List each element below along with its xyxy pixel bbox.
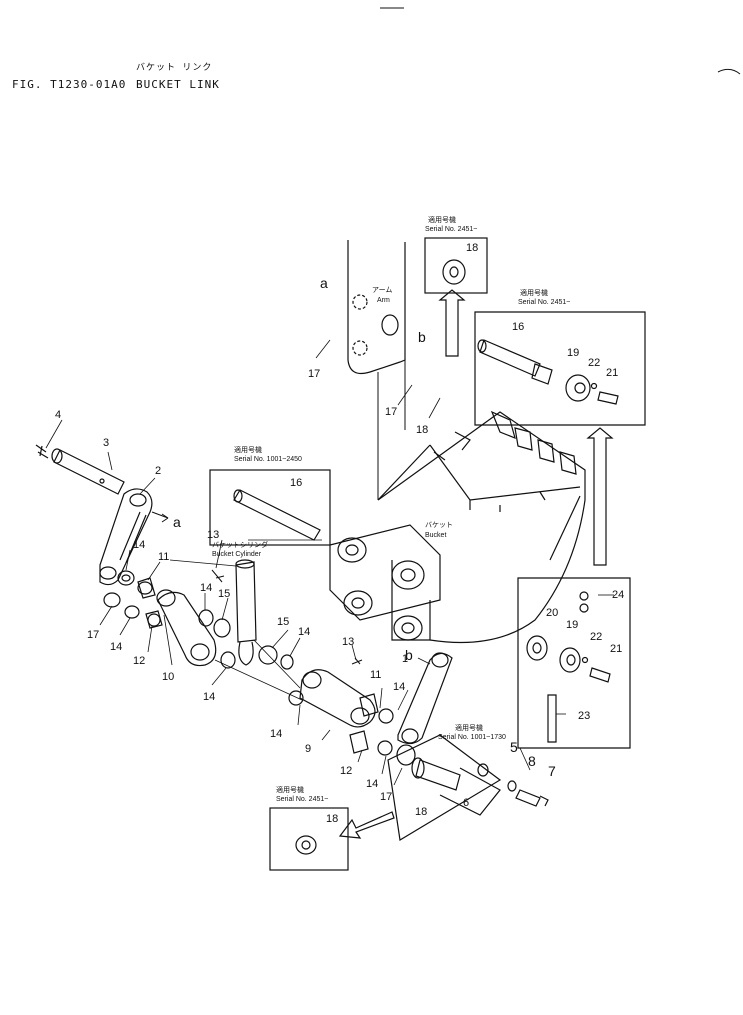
serial-box-1-serial: Serial No. 2451~ [425,226,477,233]
callout-19-top: 19 [567,347,579,359]
link-1 [397,652,453,745]
bucket-label-jp: バケット [425,521,453,529]
arrow-to-bottom-left [338,811,395,839]
callout-7: 7 [548,763,556,779]
figure-id: FIG. T1230-01A0 [12,78,127,91]
callout-22-top: 22 [588,357,600,369]
link-10 [156,589,217,667]
callout-b-top: b [418,329,426,345]
callout-21-top: 21 [606,367,618,379]
serial-box-lower-center [387,734,502,841]
callout-15-a: 15 [218,588,230,600]
callout-15-b: 15 [277,616,289,628]
grease-fitting-13-left [211,569,225,583]
callout-12-b: 12 [340,765,352,777]
callout-17-b: 17 [380,791,392,803]
callout-18-top: 18 [466,242,478,254]
callout-19-lower: 19 [566,619,578,631]
callout-18-bottom: 18 [326,813,338,825]
callout-23: 23 [578,710,590,722]
link-2 [99,488,153,586]
right-bushings [349,693,416,766]
callout-12-a: 12 [133,655,145,667]
arrow-up-right [586,427,614,566]
serial-box-2-jp: 適用号機 [520,288,548,297]
serial-box-1-jp: 適用号機 [428,215,456,224]
arm-outline [347,240,406,375]
callout-a-top: a [320,275,328,291]
bucket-boss-group [329,524,441,641]
callout-numbers: a b a b 4 3 2 14 11 13 14 15 17 14 12 10… [55,242,624,825]
callout-6: 6 [463,797,469,809]
callout-14-e: 14 [298,626,310,638]
link-9 [288,669,376,728]
serial-box-4-jp: 適用号機 [455,723,483,732]
callout-24: 24 [612,589,624,601]
callout-8: 8 [528,753,536,769]
callout-18-lower: 18 [415,806,427,818]
arm-label-jp: アーム [372,286,392,294]
bucket-body [377,410,586,644]
callout-14-d: 14 [203,691,215,703]
serial-box-left [209,469,331,546]
callout-21-lower: 21 [610,643,622,655]
serial-box-bottom-left [269,807,349,871]
callout-22-lower: 22 [590,631,602,643]
callout-2: 2 [155,465,161,477]
callout-9: 9 [305,743,311,755]
part-labels: アーム Arm バケット Bucket バケットシリンダ Bucket Cyli… [212,215,570,803]
serial-box-5-serial: Serial No. 2451~ [276,796,328,803]
grease-fitting-13-right [351,657,363,665]
bucket-cylinder-label-jp: バケットシリンダ [212,540,268,549]
bolt-7-washer-8 [477,763,549,807]
callout-4: 4 [55,409,61,421]
callout-a-left: a [173,514,181,530]
callout-16-left: 16 [290,477,302,489]
callout-5: 5 [510,739,518,755]
callout-14-f: 14 [393,681,405,693]
callout-13-a: 13 [207,529,219,541]
figure-title-japanese: バケット リンク [136,63,213,73]
callout-14-a: 14 [133,539,145,551]
callout-11-a: 11 [158,551,169,563]
callout-1: 1 [402,653,408,665]
serial-box-right-lower [517,577,631,749]
pin-3 [51,448,125,495]
bucket-cylinder-label: Bucket Cylinder [212,551,262,558]
serial-box-3-jp: 適用号機 [234,445,262,454]
callout-16-top: 16 [512,321,524,333]
arm-label: Arm [377,297,390,304]
grease-fitting-4 [35,444,49,459]
bucket-cylinder [235,559,257,666]
serial-box-5-jp: 適用号機 [276,785,304,794]
figure-title: BUCKET LINK [136,78,220,91]
callout-13-b: 13 [342,636,354,648]
callout-17-top: 17 [308,368,320,380]
callout-14-c: 14 [110,641,122,653]
callout-18-mid: 18 [416,424,428,436]
bucket-label: Bucket [425,532,446,539]
callout-20: 20 [546,607,558,619]
callout-leaders [45,339,614,786]
callout-14-b: 14 [200,582,212,594]
callout-3: 3 [103,437,109,449]
serial-box-right-upper [474,311,646,426]
callout-11-b: 11 [370,669,381,681]
callout-17-mid: 17 [385,406,397,418]
callout-17-a: 17 [87,629,99,641]
serial-box-2-serial: Serial No. 2451~ [518,299,570,306]
callout-b-bottom: b [405,647,413,663]
callout-10: 10 [162,671,174,683]
arrow-up-top [438,289,466,357]
serial-box-4-serial: Serial No. 1001~1730 [438,734,506,741]
callout-14-h: 14 [366,778,378,790]
callout-14-g: 14 [270,728,282,740]
serial-box-3-serial: Serial No. 1001~2450 [234,456,302,463]
